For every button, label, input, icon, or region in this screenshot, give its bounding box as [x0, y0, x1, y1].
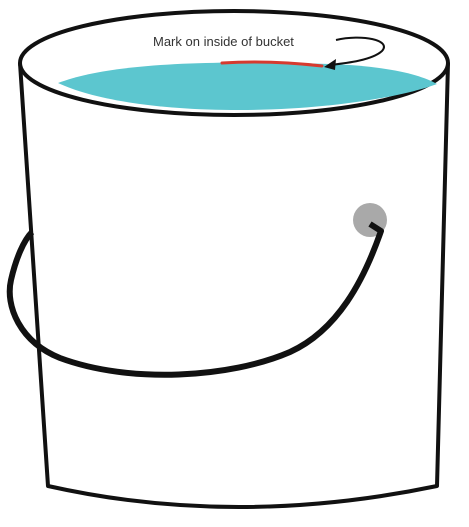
annotation-label: Mark on inside of bucket: [153, 34, 294, 49]
bucket-body: [20, 63, 448, 507]
